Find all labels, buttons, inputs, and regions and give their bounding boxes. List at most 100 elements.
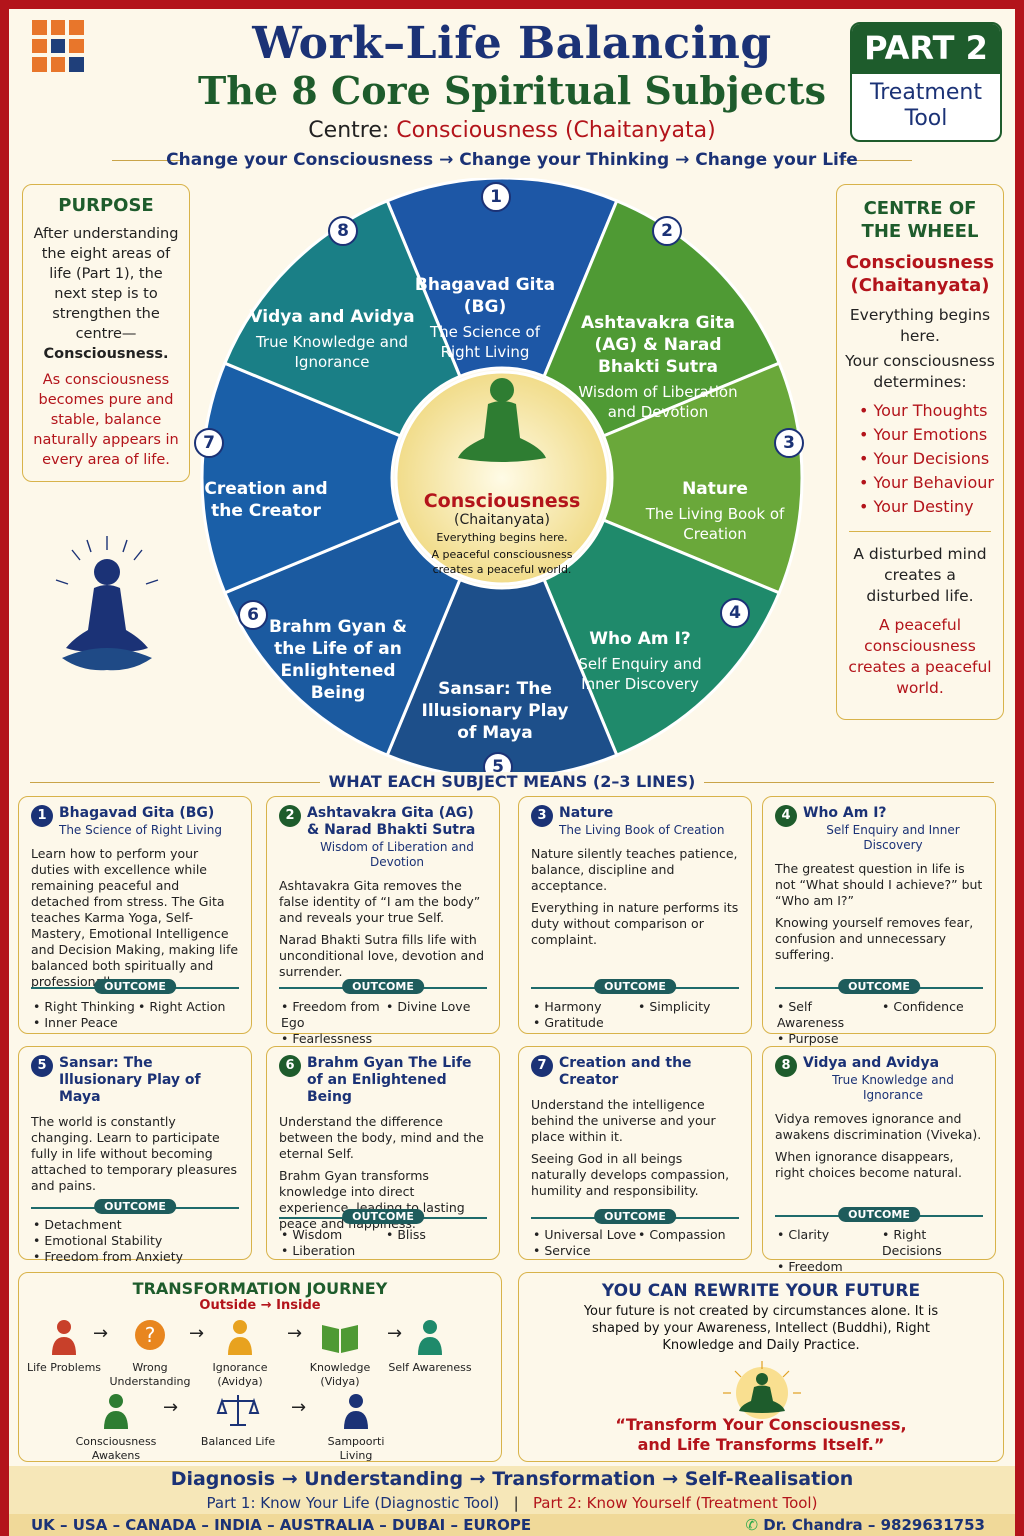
card-title: Bhagavad Gita (BG) [59,805,215,821]
outcome-item: • Emotional Stability [33,1233,163,1248]
centre-line2: Your consciousness determines: [845,352,995,391]
list-item: • Your Destiny [859,497,974,516]
card-body: Nature silently teaches patience, balanc… [531,846,739,948]
wheel-hub [394,370,610,586]
wheel-segment-1 [385,176,619,379]
card-number-badge: 4 [775,805,797,827]
wheel-label-sub: True Knowledge and Ignorance [255,333,409,371]
centre-list: • Your Thoughts • Your Emotions • Your D… [845,399,995,519]
section-title: WHAT EACH SUBJECT MEANS (2–3 LINES) [320,772,704,791]
footer-divider: | [513,1494,519,1512]
outcome-divider: OUTCOME [279,979,487,994]
outcome-item: • Inner Peace [33,1015,118,1030]
glowing-meditator-icon [723,1361,801,1419]
card-subtitle: True Knowledge and Ignorance [832,1073,954,1102]
centre-line: Centre: Consciousness (Chaitanyata) [150,118,874,143]
tagline: Change your Consciousness → Change your … [166,150,858,170]
outcome-item: • Universal Love [533,1227,637,1242]
hub-line2: A peaceful consciousness creates a peace… [431,548,573,576]
centre-red-title: Consciousness (Chaitanyata) [845,252,995,296]
rewrite-heading: YOU CAN REWRITE YOUR FUTURE [601,1281,921,1301]
centre-value: Consciousness (Chaitanyata) [396,118,716,143]
wheel-label-1: Bhagavad Gita (BG) The Science of Right L… [410,274,560,362]
purpose-text: After understanding the eight areas of l… [33,226,179,342]
list-item: • Your Thoughts [859,401,988,420]
journey-step: Knowledge (Vidya) [295,1317,385,1389]
card-title: Sansar: The Illusionary Play of Maya [59,1055,201,1105]
card-paragraph: Everything in nature performs its duty w… [531,900,739,947]
wheel-label-5: Sansar: The Illusionary Play of Maya [412,678,578,744]
journey-step-label: Wrong Understanding [109,1361,191,1388]
outcome-label: OUTCOME [838,979,920,994]
card-title: Ashtavakra Gita (AG) & Narad Bhakti Sutr… [307,805,476,838]
outcome-label: OUTCOME [594,1209,676,1224]
journey-box: TRANSFORMATION JOURNEY Outside → Inside … [18,1272,502,1462]
outcome-item: • Detachment [33,1217,122,1232]
card-title: Vidya and Avidya [803,1055,940,1071]
journey-step-label: Consciousness Awakens [75,1435,157,1462]
outcome-item: • Right Decisions [882,1227,942,1258]
card-title: Creation and the Creator [559,1055,692,1088]
centre-line3: A disturbed mind creates a disturbed lif… [853,545,987,605]
wheel-segment-7 [200,361,403,595]
wheel-label-title: Bhagavad Gita (BG) [414,275,556,317]
arrow-icon: → [387,1323,403,1344]
rewrite-quote: “Transform Your Consciousness,and Life T… [615,1415,907,1454]
footer-contact: ✆ Dr. Chandra – 9829631753 [745,1516,985,1534]
card-subtitle: The Science of Right Living [59,823,222,837]
card-number-badge: 8 [775,1055,797,1077]
book-icon [295,1317,385,1361]
person-icon [195,1317,285,1361]
wheel-label-6: Brahm Gyan & the Life of an Enlightened … [258,616,418,704]
meditation-figure-icon [55,536,159,671]
footer-flow: Diagnosis → Understanding → Transformati… [170,1468,854,1490]
card-paragraph: Knowing yourself removes fear, confusion… [775,915,974,962]
card-title: Brahm Gyan The Life of an Enlightened Be… [307,1055,472,1105]
hub-line1: Everything begins here. [436,531,568,544]
rewrite-box: YOU CAN REWRITE YOUR FUTURE Your future … [518,1272,1004,1462]
wheel-label-sub: The Science of Right Living [429,323,541,361]
outcome-item: • Fearlessness [281,1031,373,1046]
card-paragraph: Understand the difference between the bo… [279,1114,484,1161]
card-body: Understand the difference between the bo… [279,1114,487,1232]
outcome-list: • Right Thinking• Right Action• Inner Pe… [33,999,243,1031]
journey-step: ?Wrong Understanding [105,1317,195,1389]
subjects-wheel: Bhagavad Gita (BG) The Science of Right L… [180,176,824,782]
footer-part2: Part 2: Know Yourself (Treatment Tool) [532,1494,818,1512]
journey-step: Ignorance (Avidya) [195,1317,285,1389]
logo-grid-icon [32,20,84,72]
question-icon: ? [105,1317,195,1361]
hub-text: Consciousness (Chaitanyata) Everything b… [412,490,592,577]
outcome-item: • Divine Love [386,999,471,1014]
outcome-item: • Wisdom [281,1227,343,1242]
wheel-label-title: Nature [682,479,748,499]
person-icon [71,1391,161,1435]
wheel-label-4: Who Am I?Self Enquiry and Inner Discover… [570,628,710,694]
outcome-divider: OUTCOME [531,1209,739,1224]
card-paragraph: Ashtavakra Gita removes the false identi… [279,878,481,925]
card-number-badge: 7 [531,1055,553,1077]
journey-step: Consciousness Awakens [71,1391,161,1463]
page-subtitle: The 8 Core Spiritual Subjects [197,68,827,113]
arrow-icon: → [291,1397,307,1418]
rewrite-text: Your future is not created by circumstan… [583,1304,939,1353]
journey-step-label: Sampoorti Living [327,1435,385,1462]
outcome-item: • Simplicity [638,999,711,1014]
purpose-red: As consciousness becomes pure and stable… [33,372,179,468]
person-icon [19,1317,109,1361]
outcome-item: • Freedom from Anxiety [33,1249,183,1264]
hub-meditator-icon [458,378,546,462]
card-body: Learn how to perform your duties with ex… [31,846,239,990]
outcome-label: OUTCOME [94,979,176,994]
card-number-badge: 3 [531,805,553,827]
outcome-list: • Detachment• Emotional Stability• Freed… [33,1217,243,1265]
centre-line1: Everything begins here. [849,306,991,345]
outcome-label: OUTCOME [838,1207,920,1222]
card-number-badge: 2 [279,805,301,827]
divider [112,160,182,161]
